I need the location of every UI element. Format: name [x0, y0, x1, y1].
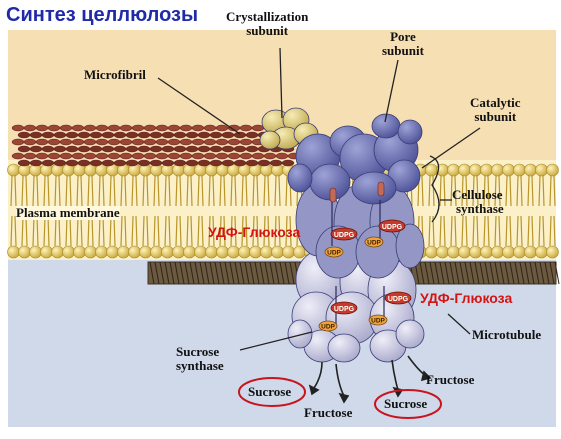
plasma-membrane-label: Plasma membrane: [16, 206, 120, 220]
svg-text:UDPG: UDPG: [334, 232, 355, 239]
svg-text:UDP: UDP: [371, 318, 385, 325]
diagram-title: Синтез целлюлозы: [6, 4, 198, 27]
crystallization-subunit-label: Crystallization subunit: [226, 10, 308, 38]
fructose-right-label: Fructose: [426, 373, 474, 387]
udp-glucose-right-label: УДФ-Глюкоза: [420, 290, 512, 306]
svg-text:UDP: UDP: [327, 250, 341, 257]
svg-text:UDPG: UDPG: [388, 296, 409, 303]
sucrose-left-label: Sucrose: [248, 385, 291, 399]
cellulose-synthase-label: Cellulose synthase: [452, 188, 504, 216]
svg-text:UDP: UDP: [367, 240, 381, 247]
sucrose-right-label: Sucrose: [384, 397, 427, 411]
pore-subunit-label: Pore subunit: [382, 30, 424, 58]
svg-text:UDPG: UDPG: [382, 224, 403, 231]
svg-text:UDPG: UDPG: [334, 306, 355, 313]
microfibril-label: Microfibril: [84, 68, 146, 82]
catalytic-subunit-label: Catalytic subunit: [470, 96, 521, 124]
microtubule-label: Microtubule: [472, 328, 541, 342]
udp-glucose-left-label: УДФ-Глюкоза: [208, 224, 300, 240]
fructose-left-label: Fructose: [304, 406, 352, 420]
sucrose-synthase-label: Sucrose synthase: [176, 345, 224, 373]
svg-text:UDP: UDP: [321, 324, 335, 331]
